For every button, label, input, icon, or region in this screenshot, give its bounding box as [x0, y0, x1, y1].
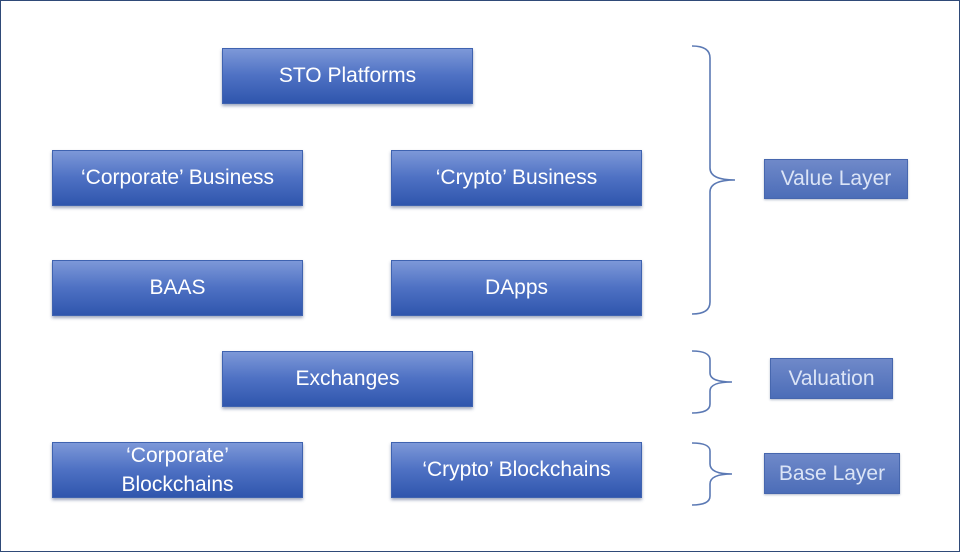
crypto-business-label: ‘Crypto’ Business [435, 166, 598, 190]
valuation-label: Valuation [770, 358, 893, 399]
base-layer-label: Base Layer [764, 453, 900, 494]
base-layer-text: Base Layer [778, 461, 886, 485]
corporate-business-label: ‘Corporate’ Business [81, 166, 274, 190]
exchanges-box: Exchanges [222, 351, 473, 407]
base-layer-brace [691, 442, 733, 506]
dapps-label: DApps [484, 276, 549, 300]
sto-platforms-box: STO Platforms [222, 48, 473, 104]
corporate-blockchains-label-line1: ‘Corporate’ [126, 443, 229, 467]
corporate-blockchains-box: ‘Corporate’ Blockchains [52, 442, 303, 498]
crypto-blockchains-box: ‘Crypto’ Blockchains [391, 442, 642, 498]
value-layer-brace [691, 45, 736, 315]
value-layer-text: Value Layer [780, 167, 892, 190]
baas-box: BAAS [52, 260, 303, 316]
crypto-business-box: ‘Crypto’ Business [391, 150, 642, 206]
dapps-box: DApps [391, 260, 642, 316]
exchanges-label: Exchanges [295, 367, 400, 391]
corporate-blockchains-label-line2: Blockchains [121, 473, 234, 496]
valuation-text: Valuation [788, 366, 875, 390]
value-layer-label: Value Layer [764, 159, 908, 199]
valuation-brace [691, 350, 733, 414]
corporate-business-box: ‘Corporate’ Business [52, 150, 303, 206]
baas-label: BAAS [149, 276, 206, 300]
crypto-blockchains-label: ‘Crypto’ Blockchains [422, 458, 611, 482]
sto-platforms-label: STO Platforms [278, 64, 417, 88]
